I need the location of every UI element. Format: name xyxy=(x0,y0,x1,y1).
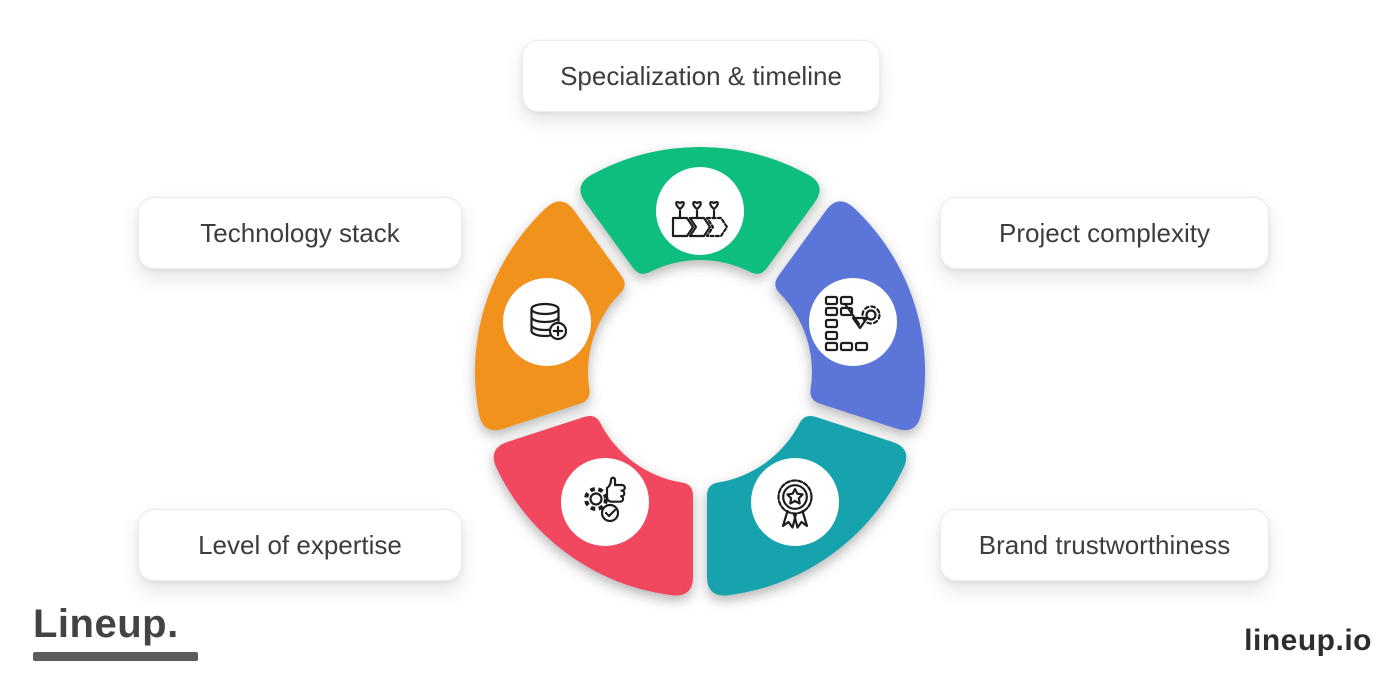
label-text-specialization-timeline: Specialization & timeline xyxy=(560,60,842,91)
icon-circle-project-complexity xyxy=(809,278,897,366)
wheel-icon-circles xyxy=(503,167,897,546)
gear-thumbs-up-icon xyxy=(584,476,626,523)
label-card-technology-stack: Technology stack xyxy=(138,197,462,269)
label-text-brand-trustworthiness: Brand trustworthiness xyxy=(978,529,1231,560)
icon-circle-specialization-timeline xyxy=(656,167,744,255)
database-plus-icon xyxy=(530,302,568,341)
website-watermark-text: lineup.io xyxy=(1244,624,1372,657)
label-text-project-complexity: Project complexity xyxy=(999,217,1210,248)
icon-circle-brand-trustworthiness xyxy=(751,458,839,546)
label-card-project-complexity: Project complexity xyxy=(940,197,1269,269)
brand-logo-text: Lineup. xyxy=(33,602,179,646)
label-card-brand-trustworthiness: Brand trustworthiness xyxy=(940,509,1269,581)
label-text-technology-stack: Technology stack xyxy=(200,217,400,248)
website-watermark: lineup.io xyxy=(1244,624,1372,658)
label-card-specialization-timeline: Specialization & timeline xyxy=(522,40,880,112)
award-ribbon-icon xyxy=(777,479,813,529)
brand-logo: Lineup. xyxy=(33,602,198,661)
timeline-checkpoints-icon xyxy=(671,201,729,238)
flowchart-gear-icon xyxy=(824,295,881,352)
label-text-level-of-expertise: Level of expertise xyxy=(198,529,402,560)
icon-circle-technology-stack xyxy=(503,278,591,366)
label-card-level-of-expertise: Level of expertise xyxy=(138,509,462,581)
icon-circle-level-of-expertise xyxy=(561,458,649,546)
logo-tagline-bar xyxy=(33,652,198,661)
